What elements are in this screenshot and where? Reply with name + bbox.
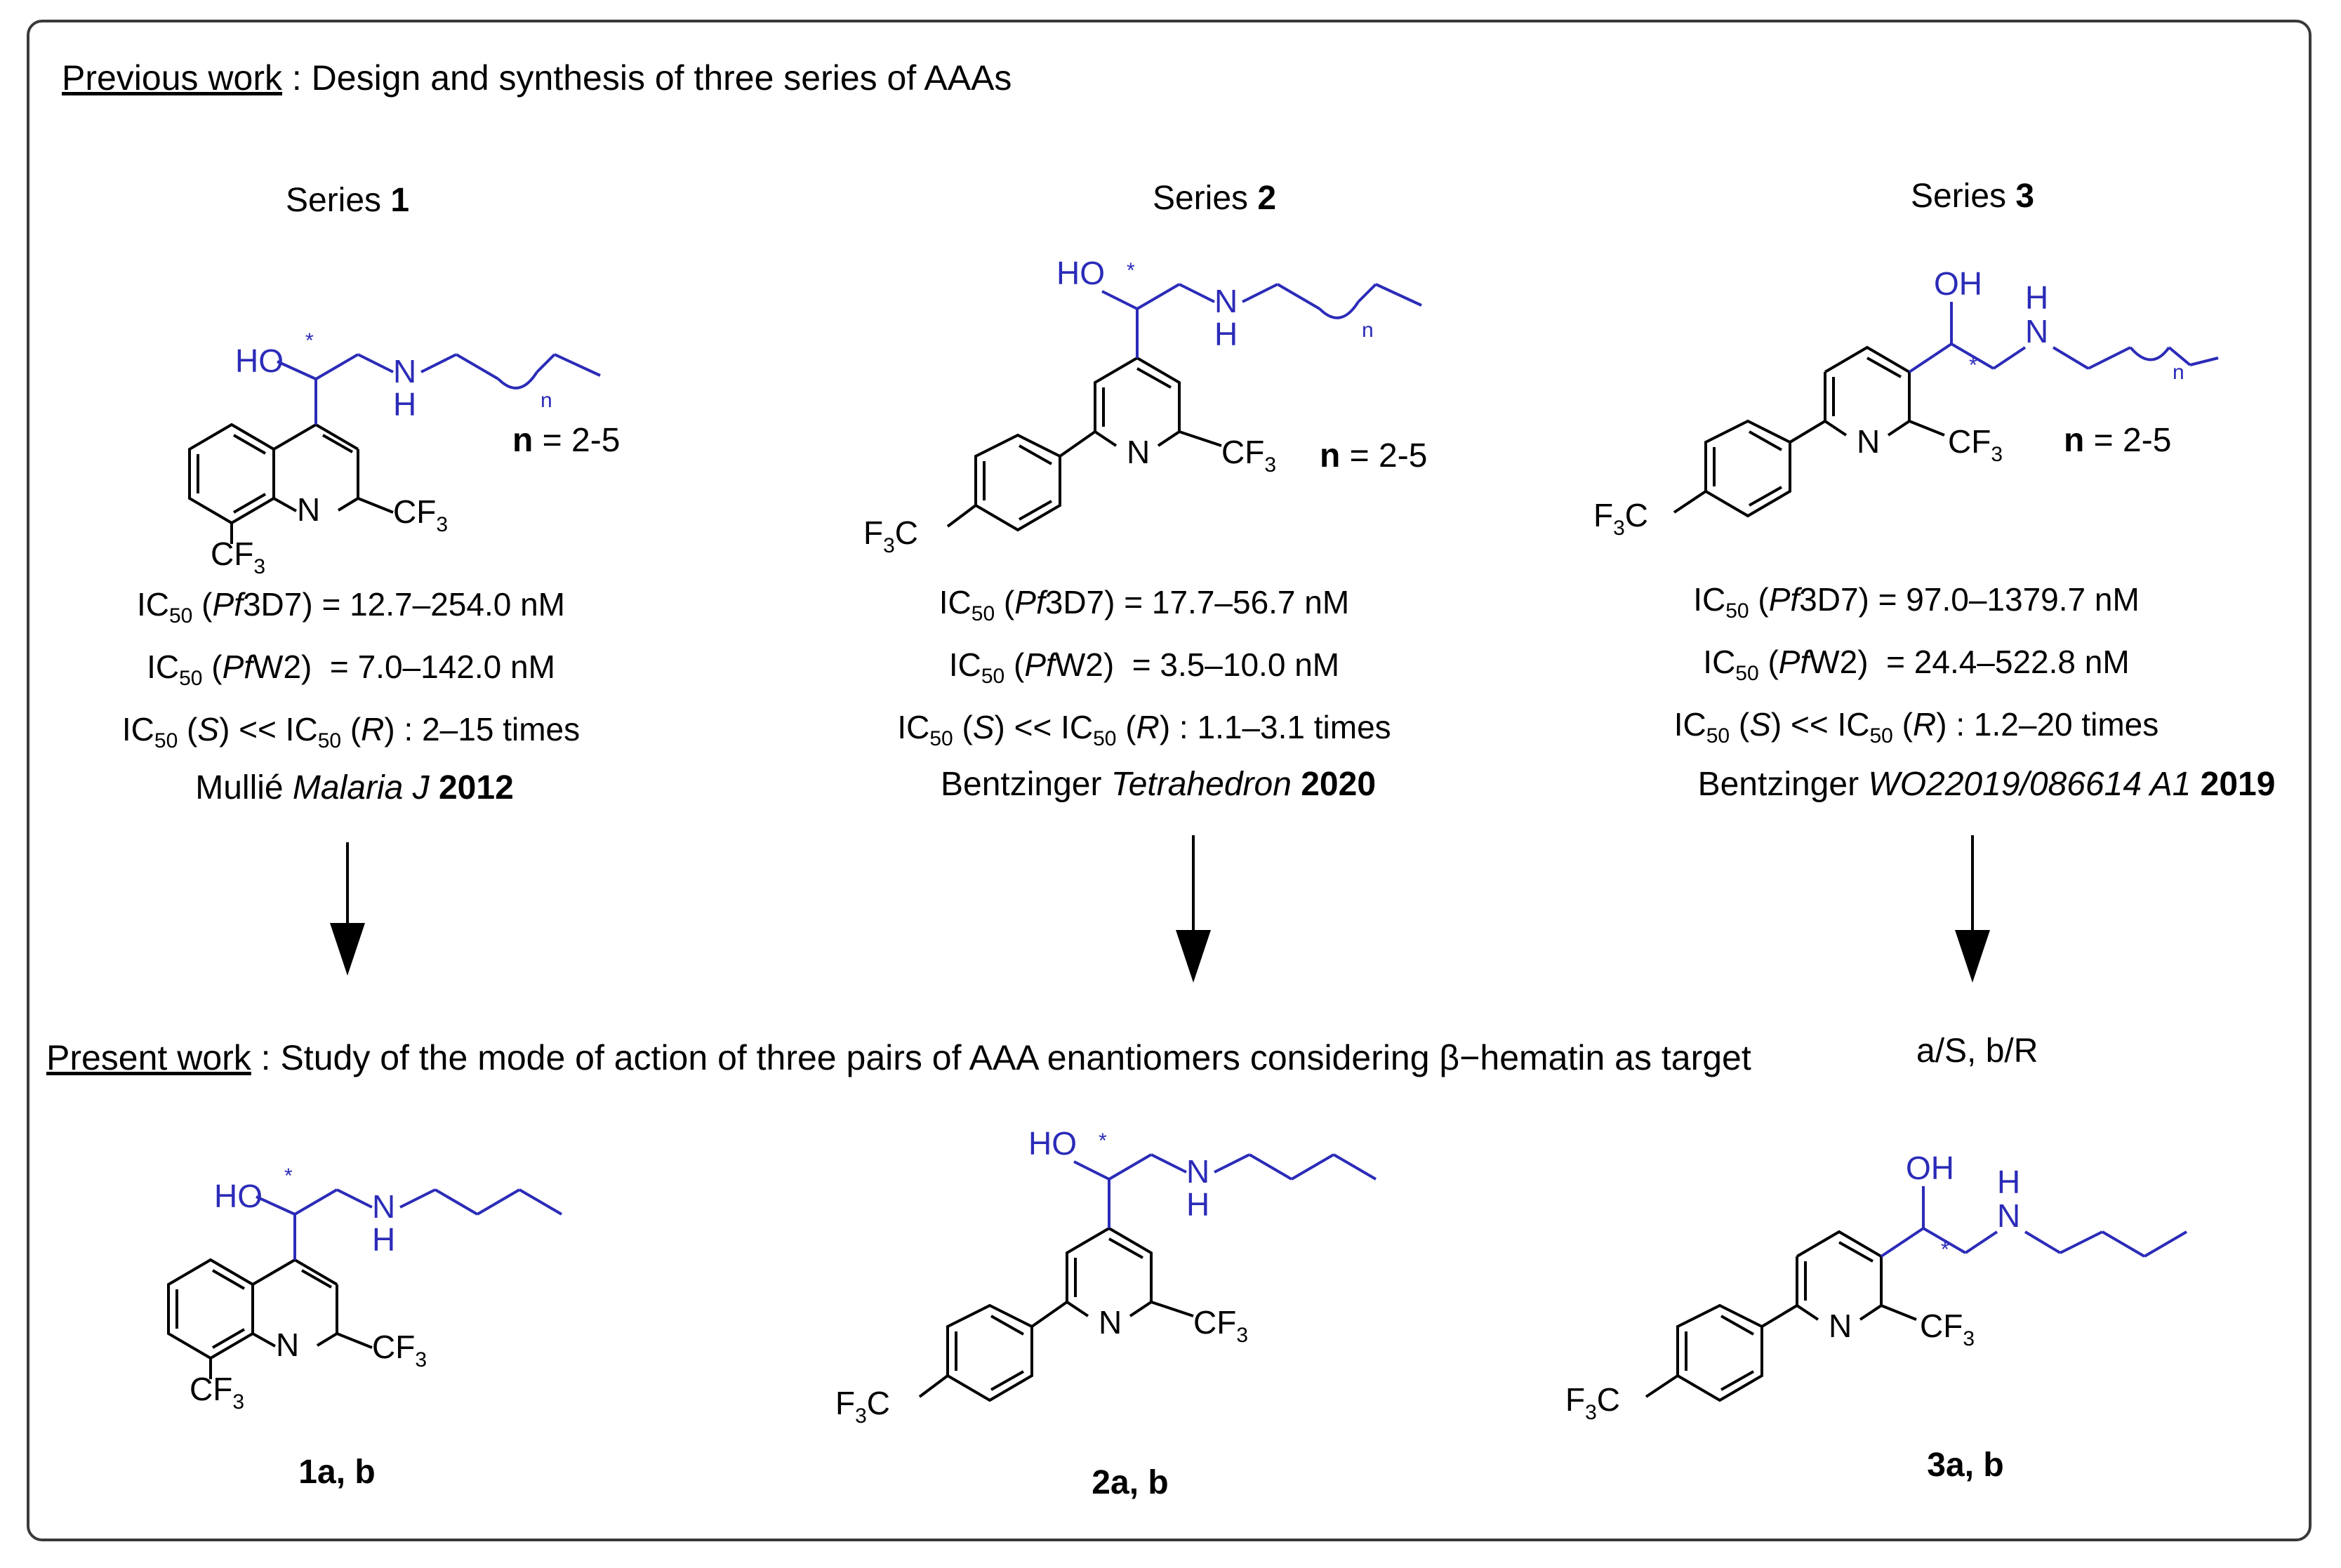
n-subscript: n: [1362, 319, 1374, 342]
series-2-ic50-data: IC50 (Pf3D7) = 17.7–56.7 nM IC50 (PfW2) …: [897, 584, 1391, 751]
amine-n: N: [2025, 313, 2048, 350]
series-3-title: Series 3: [1910, 178, 2035, 215]
svg-text:CF3: CF3: [1193, 1304, 1248, 1347]
pyridine-core: [1673, 345, 1945, 518]
amine-n: N: [393, 353, 416, 390]
svg-text:CF3: CF3: [1920, 1308, 1975, 1350]
amine-h: H: [1186, 1186, 1209, 1223]
svg-text:CF3: CF3: [393, 493, 448, 536]
stereocenter-star: *: [284, 1164, 293, 1188]
compound-3-label: 3a, b: [1927, 1447, 2004, 1484]
previous-work-label: Previous work: [62, 58, 282, 98]
amine-h: H: [393, 386, 416, 423]
ho-label: HO: [214, 1178, 263, 1214]
svg-text:F3C: F3C: [1593, 497, 1648, 540]
compound-2-structure: HO * N H N CF3 F3C: [835, 1125, 1377, 1428]
stereo-legend: a/S, b/R: [1916, 1032, 2038, 1070]
n-subscript: n: [541, 389, 552, 412]
series-1-title: Series 1: [285, 182, 410, 219]
compound-1-label: 1a, b: [298, 1454, 376, 1491]
svg-text:F3C: F3C: [835, 1385, 890, 1428]
series-3-reference: Bentzinger WO22019/086614 A1 2019: [1697, 766, 2276, 803]
series-2-n-range: n = 2-5: [1320, 437, 1428, 474]
n-subscript: n: [2173, 361, 2184, 384]
amine-n: N: [1997, 1197, 2020, 1234]
ring-n: N: [1857, 423, 1880, 460]
stereocenter-star: *: [305, 329, 314, 352]
amine-h: H: [372, 1221, 395, 1258]
aminoalcohol-chain: [1101, 283, 1422, 358]
present-work-text: : Study of the mode of action of three p…: [251, 1038, 1751, 1077]
arrowhead-2: [1176, 930, 1211, 983]
series-3-ic50-data: IC50 (Pf3D7) = 97.0–1379.7 nM IC50 (PfW2…: [1673, 581, 2159, 748]
stereocenter-star: *: [1941, 1238, 1949, 1261]
amine-n: N: [1214, 283, 1238, 319]
ho-label: HO: [235, 343, 284, 379]
previous-work-text: : Design and synthesis of three series o…: [282, 58, 1012, 98]
aminoalcohol-chain: [277, 353, 601, 425]
series-1-n-range: n = 2-5: [512, 422, 621, 459]
present-work-header: Present work : Study of the mode of acti…: [46, 1037, 1751, 1078]
quinoline-core: [188, 423, 394, 544]
amine-n: N: [1186, 1153, 1209, 1190]
ring-n: N: [276, 1327, 299, 1363]
oh-label: OH: [1934, 265, 1982, 302]
svg-text:F3C: F3C: [1565, 1381, 1620, 1424]
stereocenter-star: *: [1969, 354, 1977, 377]
series-3-structure: OH * H N n N CF3 F3C: [1593, 265, 2219, 540]
compound-1-structure: HO * N H N CF3 CF3: [167, 1164, 563, 1414]
series-2-reference: Bentzinger Tetrahedron 2020: [940, 766, 1377, 803]
ho-label: HO: [1028, 1125, 1077, 1162]
arrowhead-3: [1955, 930, 1990, 983]
svg-text:CF3: CF3: [372, 1329, 427, 1371]
stereocenter-star: *: [1127, 259, 1135, 282]
series-2-title: Series 2: [1152, 180, 1277, 217]
previous-work-header: Previous work : Design and synthesis of …: [62, 58, 1012, 98]
series-1-reference: Mullié Malaria J 2012: [195, 769, 514, 806]
pyridine-core: [946, 357, 1222, 532]
series-3-n-range: n = 2-5: [2064, 422, 2172, 459]
ring-n: N: [1099, 1304, 1122, 1341]
svg-text:CF3: CF3: [1948, 423, 2003, 466]
ho-label: HO: [1056, 255, 1105, 291]
arrowhead-1: [330, 923, 365, 976]
present-work-label: Present work: [46, 1038, 251, 1077]
ring-n: N: [1829, 1308, 1852, 1344]
svg-text:CF3: CF3: [211, 536, 265, 578]
svg-text:CF3: CF3: [1221, 434, 1276, 477]
oh-label: OH: [1906, 1150, 1954, 1186]
figure-frame: [27, 20, 2312, 1541]
amine-h: H: [1214, 316, 1238, 352]
svg-text:F3C: F3C: [863, 514, 918, 557]
ring-n: N: [297, 491, 320, 528]
compound-3-structure: OH * H N N CF3 F3C: [1565, 1150, 2188, 1424]
amine-h: H: [1997, 1164, 2020, 1200]
series-1-structure: HO * N H n N CF3 CF3: [188, 329, 601, 578]
amine-h: H: [2025, 279, 2048, 316]
amine-n: N: [372, 1188, 395, 1225]
series-1-ic50-data: IC50 (Pf3D7) = 12.7–254.0 nM IC50 (PfW2)…: [121, 586, 581, 753]
aminoalcohol-chain: [1908, 302, 2219, 373]
svg-text:CF3: CF3: [190, 1371, 244, 1414]
compound-2-label: 2a, b: [1092, 1464, 1169, 1501]
series-2-structure: HO * N H n N CF3 F3C: [863, 255, 1422, 557]
stereocenter-star: *: [1099, 1129, 1107, 1152]
ring-n: N: [1127, 434, 1150, 470]
